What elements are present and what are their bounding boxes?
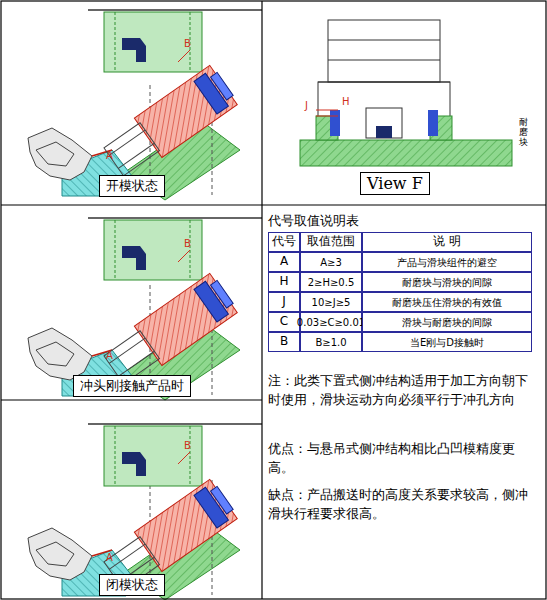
caption-box: 闭模状态: [99, 574, 165, 596]
table-cell: 滑块与耐磨块的间隙: [362, 312, 532, 332]
callout-letter: A: [106, 150, 113, 161]
caption-text: 冲头刚接触产品时: [80, 377, 184, 395]
part-label: 耐磨块: [519, 118, 528, 148]
caption-box: 冲头刚接触产品时: [73, 375, 191, 397]
table-cell: J: [268, 292, 300, 312]
callout-letter: A: [106, 552, 113, 563]
table-cell: B: [268, 332, 300, 352]
note-text: 优点：与悬吊式侧冲结构相比凸凹模精度更高。: [268, 440, 534, 478]
table-title: 代号取值说明表: [268, 212, 359, 230]
caption-text: View F: [367, 174, 423, 193]
table-cell: A: [268, 252, 300, 272]
table-cell: H: [268, 272, 300, 292]
callout-letter: B: [184, 38, 191, 49]
note-text: 注：此类下置式侧冲结构适用于加工方向朝下时使用，滑块运动方向必须平行于冲孔方向: [268, 372, 534, 410]
callout-letter: B: [184, 238, 191, 249]
note-text: 缺点：产品搬送时的高度关系要求较高，侧冲滑块行程要求很高。: [268, 486, 534, 524]
table-cell: 说 明: [362, 232, 532, 252]
caption-box: View F: [360, 172, 430, 195]
callout-letter: J: [305, 100, 308, 111]
table-cell: 当E刚与D接触时: [362, 332, 532, 352]
table-cell: 耐磨块与滑块的间隙: [362, 272, 532, 292]
table-cell: 10≥J≥5: [300, 292, 362, 312]
table-cell: B≥1.0: [300, 332, 362, 352]
table-cell: 0.03≥C≥0.01: [300, 312, 362, 332]
table-cell: A≥3: [300, 252, 362, 272]
caption-box: 开模状态: [99, 175, 165, 197]
callout-letter: H: [342, 96, 350, 107]
table-cell: 取值范围: [300, 232, 362, 252]
caption-text: 开模状态: [106, 177, 158, 195]
table-cell: 代号: [268, 232, 300, 252]
callout-letter: A: [106, 350, 113, 361]
table-cell: 2≥H≥0.5: [300, 272, 362, 292]
table-cell: 耐磨块压住滑块的有效值: [362, 292, 532, 312]
table-cell: 产品与滑块组件的避空: [362, 252, 532, 272]
table-cell: C: [268, 312, 300, 332]
callout-letter: B: [184, 440, 191, 451]
caption-text: 闭模状态: [106, 576, 158, 594]
